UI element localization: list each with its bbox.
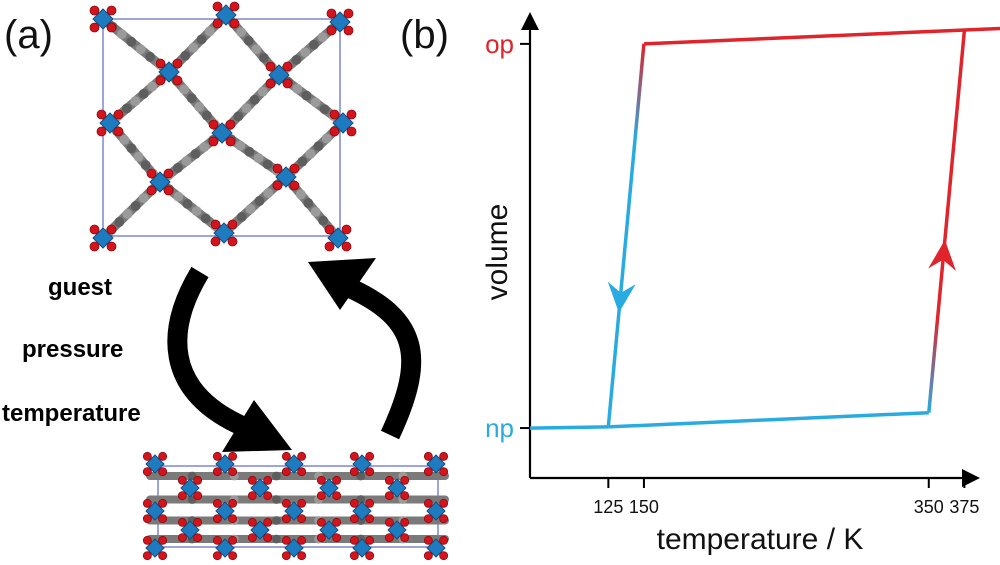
metal-node-icon: [210, 219, 238, 247]
x-axis-arrowhead: [962, 469, 980, 487]
y-tick-label-op: op: [485, 29, 514, 59]
x-tick-label: 375: [949, 497, 979, 517]
x-tick-label: 125: [593, 497, 623, 517]
metal-node-icon: [265, 61, 293, 89]
metal-node-icon: [208, 119, 236, 147]
metal-node-icon: [247, 475, 273, 501]
metal-node-icon: [423, 535, 449, 561]
metal-node-icon: [281, 451, 307, 477]
metal-node-icon: [96, 109, 124, 137]
metal-node-icon: [384, 517, 410, 543]
metal-node-icon: [272, 163, 300, 191]
y-axis: [521, 12, 539, 478]
stimulus-guest: guest: [48, 274, 112, 301]
heating-direction-arrow: [928, 239, 956, 271]
metal-node-icon: [384, 475, 410, 501]
metal-node-icon: [89, 224, 117, 252]
metal-node-icon: [155, 58, 183, 86]
x-axis-label: temperature / K: [657, 523, 864, 556]
metal-node-icon: [281, 535, 307, 561]
open-pore-framework-image: [89, 1, 357, 252]
compression-arrow: [167, 266, 292, 452]
metal-node-icon: [89, 5, 117, 33]
y-ticks: np op: [485, 29, 530, 443]
metal-node-icon: [142, 535, 168, 561]
narrow-pore-framework-image: [142, 451, 449, 561]
curve-segment-1-0: [608, 410, 929, 429]
curve-segment-0-1: [606, 43, 646, 428]
y-tick-label-np: np: [485, 413, 514, 443]
metal-node-icon: [349, 451, 375, 477]
metal-node-icon: [142, 451, 168, 477]
metal-node-icon: [177, 517, 203, 543]
metal-node-icon: [146, 168, 174, 196]
panel-a-label: (a): [4, 13, 53, 57]
metal-node-icon: [316, 475, 342, 501]
curve-segment-0-0: [529, 425, 609, 430]
expansion-arrow: [308, 258, 422, 440]
stimulus-pressure: pressure: [22, 336, 123, 363]
metal-node-icon: [142, 498, 168, 524]
metal-node-icon: [423, 451, 449, 477]
y-axis-arrowhead: [521, 12, 539, 30]
y-axis-label: volume: [481, 204, 514, 301]
metal-node-icon: [212, 498, 238, 524]
stimulus-temperature: temperature: [2, 400, 141, 427]
x-tick-label: 150: [629, 497, 659, 517]
metal-node-icon: [349, 498, 375, 524]
metal-node-icon: [324, 224, 352, 252]
metal-node-icon: [212, 1, 240, 29]
metal-node-icon: [329, 109, 357, 137]
metal-node-icon: [349, 535, 375, 561]
metal-node-icon: [423, 498, 449, 524]
curve-segment-1-1: [927, 30, 967, 413]
metal-node-icon: [177, 475, 203, 501]
hysteresis-curve: [529, 26, 1000, 430]
metal-node-icon: [247, 517, 273, 543]
metal-node-icon: [281, 498, 307, 524]
cooling-direction-arrow: [607, 281, 636, 313]
metal-node-icon: [212, 535, 238, 561]
x-axis: [530, 469, 980, 487]
x-tick-label: 350: [914, 497, 944, 517]
panel-b-label: (b): [400, 13, 449, 57]
metal-node-icon: [316, 517, 342, 543]
curve-segment-0-2: [643, 26, 1000, 46]
metal-node-icon: [326, 8, 354, 36]
metal-node-icon: [212, 451, 238, 477]
